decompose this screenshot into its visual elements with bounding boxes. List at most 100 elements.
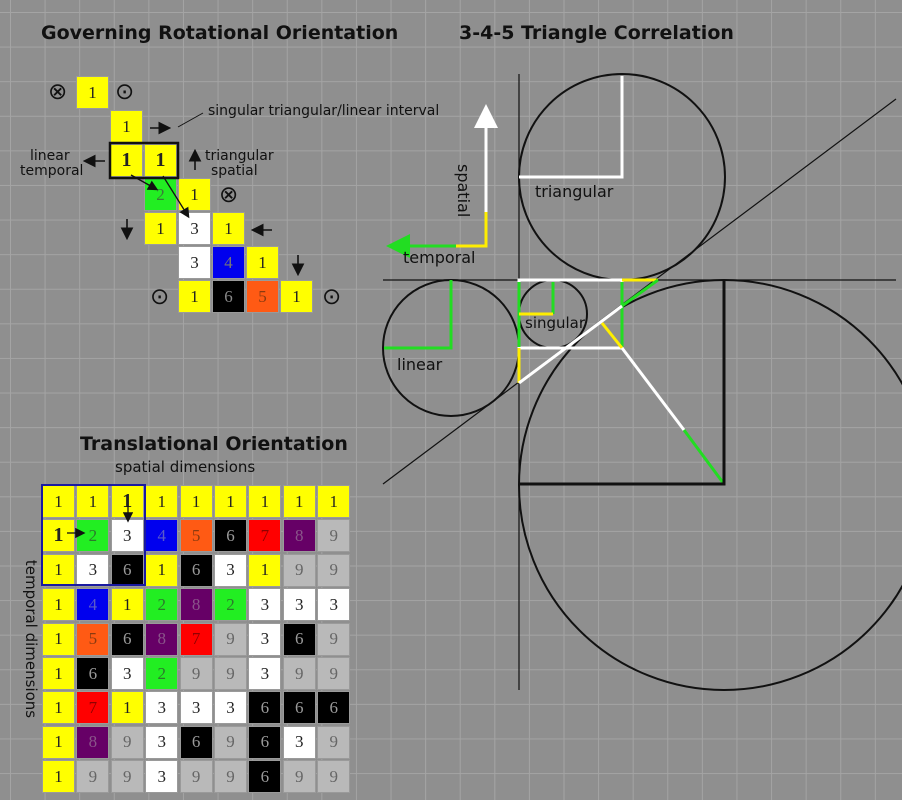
yellow-corner-marker <box>456 212 488 248</box>
translational-cell: 1 <box>317 485 351 518</box>
singular-circle-label: singular <box>525 314 586 332</box>
triangular-circle-label: triangular <box>535 182 614 201</box>
translational-cell: 3 <box>317 588 351 622</box>
translational-cell: 6 <box>214 519 247 553</box>
translational-cell: 6 <box>110 553 144 587</box>
rotational-cell: 3 <box>178 246 211 279</box>
translational-cell: 3 <box>248 622 282 656</box>
translational-cell: 9 <box>214 622 247 656</box>
diagonal-line <box>382 98 897 485</box>
translational-cell: 1 <box>214 485 247 518</box>
green-segment <box>682 429 726 485</box>
triangular-label: triangular <box>205 148 274 164</box>
translational-cell: 1 <box>42 691 75 725</box>
dot-symbol: ⊙ <box>150 284 170 310</box>
translational-cell: 8 <box>145 622 179 656</box>
translational-cell: 9 <box>282 553 316 587</box>
yellow-segment <box>600 322 624 349</box>
dot-symbol: ⊙ <box>322 284 342 310</box>
translational-cell: 8 <box>179 588 213 622</box>
translational-cell: 7 <box>76 691 110 725</box>
translational-cell: 9 <box>76 760 110 794</box>
rotational-title: Governing Rotational Orientation <box>41 22 399 44</box>
translational-cell: 1 <box>282 485 316 518</box>
translational-cell: 2 <box>145 588 179 622</box>
rotational-cell: 1 <box>246 246 279 279</box>
translational-cell: 3 <box>145 691 179 725</box>
rotational-cell: 1 <box>178 280 211 313</box>
translational-cell: 1 <box>110 588 144 622</box>
translational-cell: 7 <box>179 622 213 656</box>
singular-interval-box <box>108 141 180 180</box>
translational-cell: 9 <box>179 657 213 690</box>
translational-cell: 3 <box>110 657 144 690</box>
translational-cell: 6 <box>248 760 282 794</box>
temporal-label: temporal <box>20 163 84 179</box>
cross-symbol: ⊗ <box>48 79 68 105</box>
translational-cell: 1 <box>42 588 75 622</box>
diagonal-arrow-icon <box>162 175 190 219</box>
translational-cell: 1 <box>42 622 75 656</box>
translational-cell: 6 <box>110 622 144 656</box>
translational-cell: 9 <box>317 553 351 587</box>
rotational-cell: 4 <box>212 246 245 279</box>
translational-cell: 9 <box>110 725 144 759</box>
translational-cell: 1 <box>145 553 179 587</box>
translational-cell: 1 <box>42 760 75 794</box>
translational-cell: 3 <box>145 725 179 759</box>
rotational-cell: 1 <box>178 178 211 211</box>
translational-cell: 5 <box>76 622 110 656</box>
translational-cell: 5 <box>179 519 213 553</box>
rotational-cell: 1 <box>212 212 245 245</box>
triangular-radius-marker <box>519 76 624 179</box>
translational-cell: 1 <box>110 691 144 725</box>
spatial-label: spatial <box>211 163 258 179</box>
translational-title: Translational Orientation <box>80 433 348 455</box>
translational-cell: 6 <box>179 725 213 759</box>
diagonal-arrow-icon <box>130 174 159 191</box>
translational-cell: 6 <box>282 622 316 656</box>
translational-cell: 9 <box>214 760 247 794</box>
cross-symbol: ⊗ <box>219 182 239 208</box>
translational-cell: 1 <box>42 553 75 587</box>
translational-cell: 9 <box>214 725 247 759</box>
translational-cell: 3 <box>282 725 316 759</box>
first-interval-box <box>41 484 146 586</box>
translational-cell: 9 <box>317 622 351 656</box>
translational-cell: 1 <box>42 725 75 759</box>
rotational-cell: 6 <box>212 280 245 313</box>
translational-cell: 3 <box>214 691 247 725</box>
rotational-cell: 1 <box>144 212 177 245</box>
spatial-axis-label: spatial <box>454 164 473 218</box>
translational-cell: 3 <box>179 691 213 725</box>
translational-cell: 1 <box>248 553 282 587</box>
translational-cell: 6 <box>282 691 316 725</box>
interval-pointer-line <box>177 112 204 128</box>
dot-symbol: ⊙ <box>115 79 135 105</box>
translational-cell: 9 <box>317 519 351 553</box>
rotational-cell: 1 <box>76 76 109 109</box>
translational-cell: 9 <box>317 657 351 690</box>
translational-cell: 1 <box>248 485 282 518</box>
translational-cell: 8 <box>76 725 110 759</box>
large-circle-square <box>519 280 726 486</box>
translational-cell: 9 <box>282 657 316 690</box>
white-diagonal <box>518 304 623 385</box>
translational-cell: 9 <box>179 760 213 794</box>
translational-cell: 7 <box>248 519 282 553</box>
singular-interval-label: singular triangular/linear interval <box>208 103 440 119</box>
translational-cell: 4 <box>145 519 179 553</box>
linear-radius-marker <box>384 280 453 350</box>
temporal-axis-label: temporal <box>403 248 476 267</box>
translational-cell: 9 <box>317 760 351 794</box>
translational-cell: 6 <box>248 725 282 759</box>
translational-cell: 6 <box>179 553 213 587</box>
translational-cell: 9 <box>214 657 247 690</box>
translational-cell: 9 <box>282 760 316 794</box>
translational-cell: 9 <box>317 725 351 759</box>
rotational-cell: 1 <box>144 144 177 177</box>
translational-cell: 6 <box>317 691 351 725</box>
rotational-cell: 5 <box>246 280 279 313</box>
